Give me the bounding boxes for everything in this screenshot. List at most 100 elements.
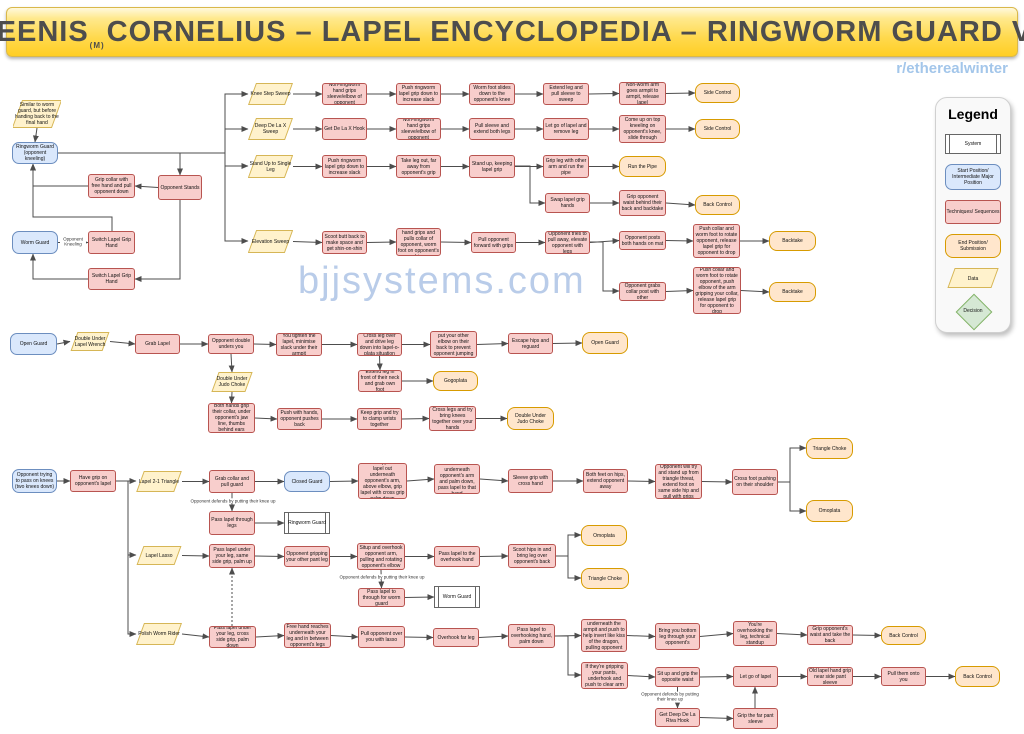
node-label: Have grip on opponent's lapel xyxy=(74,475,112,487)
node-p_elev: Elevation Sweep xyxy=(248,230,293,253)
watermark: bjjsystems.com xyxy=(298,260,586,302)
node-pushcollar1: Push collar and worm foot to rotate oppo… xyxy=(693,224,740,258)
system-shape-bar xyxy=(475,587,476,607)
node-freehand: Free hand reaches underneath your leg an… xyxy=(284,623,331,648)
edge-freehand-to-pullover xyxy=(330,633,359,640)
node-escape: Escape hips and reguard xyxy=(508,333,553,354)
node-passoverhook2: Pass lapel to overhooking hand, palm dow… xyxy=(508,624,555,648)
node-sleevegrip: Sleeve grip with cross hand xyxy=(508,469,553,493)
node-switch1: Switch Lapel Grip Hand xyxy=(88,231,135,254)
edge-oppstand-to-crossfoot xyxy=(701,478,733,485)
legend-item-decision: Decision xyxy=(945,293,1001,331)
node-label: If they're gripping your pants, underhoo… xyxy=(585,663,624,688)
node-switch2: Switch Lapel Grip Hand xyxy=(88,268,135,290)
node-r2b1: Get De La X Hook xyxy=(322,118,367,140)
node-backctl1: Back Control xyxy=(695,195,740,215)
edge-getup-to-escape xyxy=(476,340,509,347)
node-opp_stands: Opponent Stands xyxy=(158,175,202,200)
node-label: Get Deep De La Riva Hook xyxy=(659,711,696,724)
node-r2b5: Come up on top kneeling on opponent's kn… xyxy=(619,115,666,143)
node-label: Grip collar with free hand and pull oppo… xyxy=(91,177,132,195)
node-getup: Get up to elbow, put your other elbow on… xyxy=(430,331,477,358)
node-label: Run the Pipe xyxy=(628,163,657,170)
edge-passunder1-to-oppgripping xyxy=(254,553,285,560)
node-backctl2: Back Control xyxy=(881,626,926,645)
node-label: Gogoplata xyxy=(443,378,468,384)
node-r3b3: Stand up, keeping lapel grip xyxy=(469,155,515,178)
edge-double_unders-to-tighten xyxy=(253,341,277,348)
node-judo_end: Double Under Judo Choke xyxy=(507,407,554,430)
edge-passoverhook-to-scoothips xyxy=(479,553,509,560)
legend-item-system: System xyxy=(945,134,1001,155)
edge-p_wrench-to-grab_lapel xyxy=(109,340,136,347)
edge-note1-to-ringworm xyxy=(32,127,39,143)
edge-scoothips-to-tri2 xyxy=(556,555,582,581)
edge-open_guard-to-p_wrench xyxy=(56,339,71,346)
node-pushhands: Push with hands, opponent pushes back xyxy=(277,408,322,430)
node-note1: Similar to worm guard, but before handin… xyxy=(13,100,61,128)
edge-bothhands-to-pushhands xyxy=(254,415,278,422)
node-label: Keep grip and try to clamp wrists togeth… xyxy=(360,410,399,428)
node-label: Push collar and worm foot to rotate oppo… xyxy=(695,267,739,314)
node-thread: Thread opponent's lapel out underneath o… xyxy=(358,463,407,499)
node-label: Back Control xyxy=(703,202,732,208)
node-label: Knee Step Sweep xyxy=(250,91,291,97)
node-r1b5: Non-worm arm goes armpit to armpit, rele… xyxy=(619,82,666,105)
node-label: Non-ringworm hand grips sleeve/elbow of … xyxy=(401,118,436,140)
node-label: Double Under Judo Choke xyxy=(216,376,248,388)
legend-item-data: Data xyxy=(945,268,1001,289)
node-r3b4: Grip leg with other arm and run the pipe xyxy=(543,155,589,178)
node-label: Push with hands, opponent pushes back xyxy=(280,410,319,428)
legend-item-start-position: Start Position/ Intermediate Major Posit… xyxy=(945,164,1001,191)
node-r3end: Run the Pipe xyxy=(619,156,666,177)
node-overhookfar: Overhook far leg xyxy=(433,628,479,647)
node-passworm: Pass lapel to through for worm guard xyxy=(358,588,405,607)
node-omo2: Omoplata xyxy=(581,525,627,546)
legend-item-label: Data xyxy=(967,275,979,282)
node-pullover: Pull opponent over you with lasso xyxy=(358,626,405,648)
node-label: Pass lapel to the overhook hand xyxy=(438,550,476,563)
node-tri1: Triangle Choke xyxy=(806,438,853,459)
title-word1: KEENIS xyxy=(0,15,89,48)
node-label: Opponent posts both hands on mat xyxy=(621,234,664,247)
edge-overhookfar-to-passoverhook2 xyxy=(478,633,509,640)
edge-overhooking-to-gripwaist2 xyxy=(776,631,808,638)
node-keepgrip: Keep grip and try to clamp wrists togeth… xyxy=(357,408,402,430)
node-getdeep: Get Deep De La Riva Hook xyxy=(655,708,700,727)
node-double_unders: Opponent double unders you xyxy=(208,334,254,354)
legend-title: Legend xyxy=(948,106,998,122)
node-label: Sleeve grip with cross hand xyxy=(512,475,549,487)
edge-opp_stands-to-switch2 xyxy=(134,200,181,282)
node-omo1: Omoplata xyxy=(806,500,853,522)
node-backctl3: Back Control xyxy=(955,666,1000,687)
node-r4b1: Scoot butt back to make space and get sh… xyxy=(322,231,367,254)
edge-label: Opponent defends by putting their knee u… xyxy=(638,691,702,703)
node-pushcollar2: Push collar and worm foot to rotate oppo… xyxy=(693,267,741,314)
node-r3b1: Push ringworm lapel grip down to increas… xyxy=(322,155,367,178)
node-grab_lapel: Grab Lapel xyxy=(135,334,180,354)
node-r1end: Side Control xyxy=(695,83,740,103)
node-label: Thread opponent's lapel out underneath o… xyxy=(360,463,405,499)
node-label: Scoot butt back to make space and get sh… xyxy=(324,233,365,252)
node-label: Pull opponent forward with grips xyxy=(473,236,514,249)
node-p_single: Stand Up to Single Leg xyxy=(248,155,293,178)
node-label: Grab Lapel xyxy=(145,341,170,347)
node-label: Worm Guard xyxy=(442,594,472,600)
node-crossfoot: Cross foot pushing on their shoulder xyxy=(732,469,778,495)
edge-opp_stands-to-grip_collar xyxy=(134,183,159,190)
legend-item-techniques: Techniques/ Sequences xyxy=(945,200,1001,225)
legend-item-label: Decision xyxy=(963,308,983,315)
system-shape-bar xyxy=(438,587,439,607)
node-ringworm: Ringworm Guard (opponent kneeling) xyxy=(12,142,58,164)
node-p_wrench: Double Under Lapel Wrench xyxy=(70,332,110,351)
node-r4b4: Opponent tries to pull away, elevate opp… xyxy=(545,231,590,254)
node-r4b2: Non-ringworm hand grips and pulls collar… xyxy=(396,228,441,256)
node-iftheyre: If they're gripping your pants, underhoo… xyxy=(581,662,628,689)
node-gogo: Gogoplata xyxy=(433,371,478,391)
edge-label: Opponent Kneeling xyxy=(60,236,86,248)
node-label: Switch Lapel Grip Hand xyxy=(91,236,132,249)
edge-ringworm-to-p_single xyxy=(224,153,249,169)
node-oppstand: Opponent will try and stand up from tria… xyxy=(655,464,702,499)
title-banner: KEENIS(M) CORNELIUS – LAPEL ENCYCLOPEDIA… xyxy=(0,7,1024,57)
node-label: Side Control xyxy=(703,126,732,132)
